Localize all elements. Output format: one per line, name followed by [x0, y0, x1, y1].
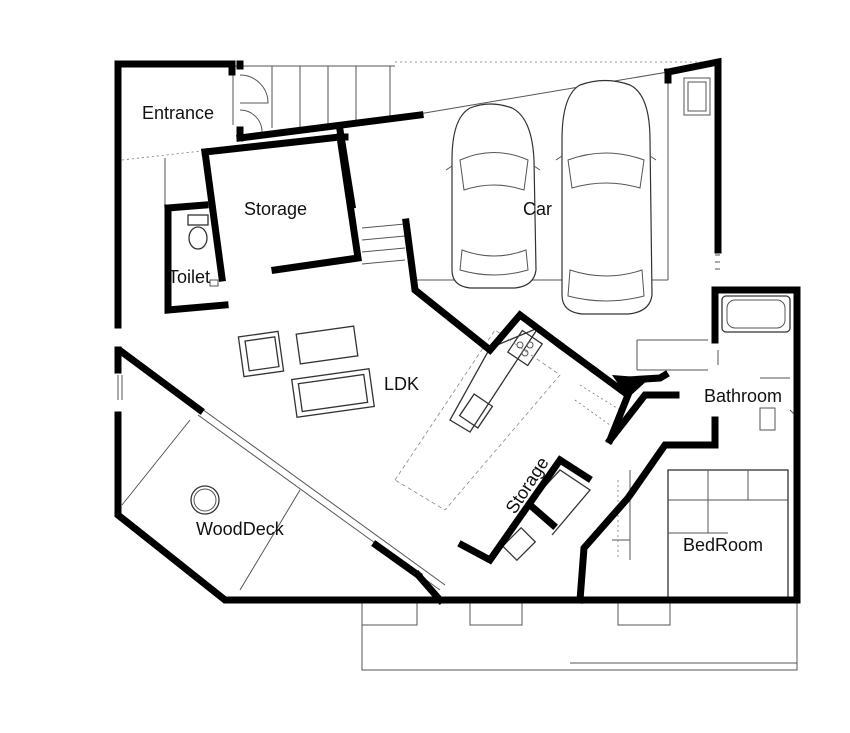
car-left [445, 103, 541, 289]
room-label-bedroom: BedRoom [683, 535, 763, 555]
wall-corner-fill [612, 375, 650, 398]
room-label-entrance: Entrance [142, 103, 214, 123]
room-label-car: Car [523, 199, 552, 219]
room-label-storage: Storage [244, 199, 307, 219]
room-label-bathroom: Bathroom [704, 386, 782, 406]
detail-lines [117, 61, 801, 671]
room-label-toilet: Toilet [168, 267, 210, 287]
walls [114, 57, 801, 605]
room-label-wood-deck: WoodDeck [196, 519, 285, 539]
car-right [555, 79, 657, 315]
room-label-ldk: LDK [384, 374, 419, 394]
